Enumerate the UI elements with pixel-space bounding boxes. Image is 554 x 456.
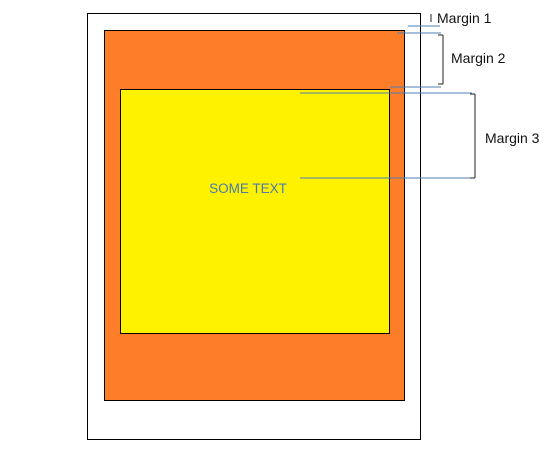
margin-2-label: Margin 2 <box>451 50 506 66</box>
margin-1-label: Margin 1 <box>437 10 492 26</box>
margin-3-label: Margin 3 <box>485 130 540 146</box>
center-text: SOME TEXT <box>209 181 287 196</box>
inner-container <box>120 89 390 334</box>
